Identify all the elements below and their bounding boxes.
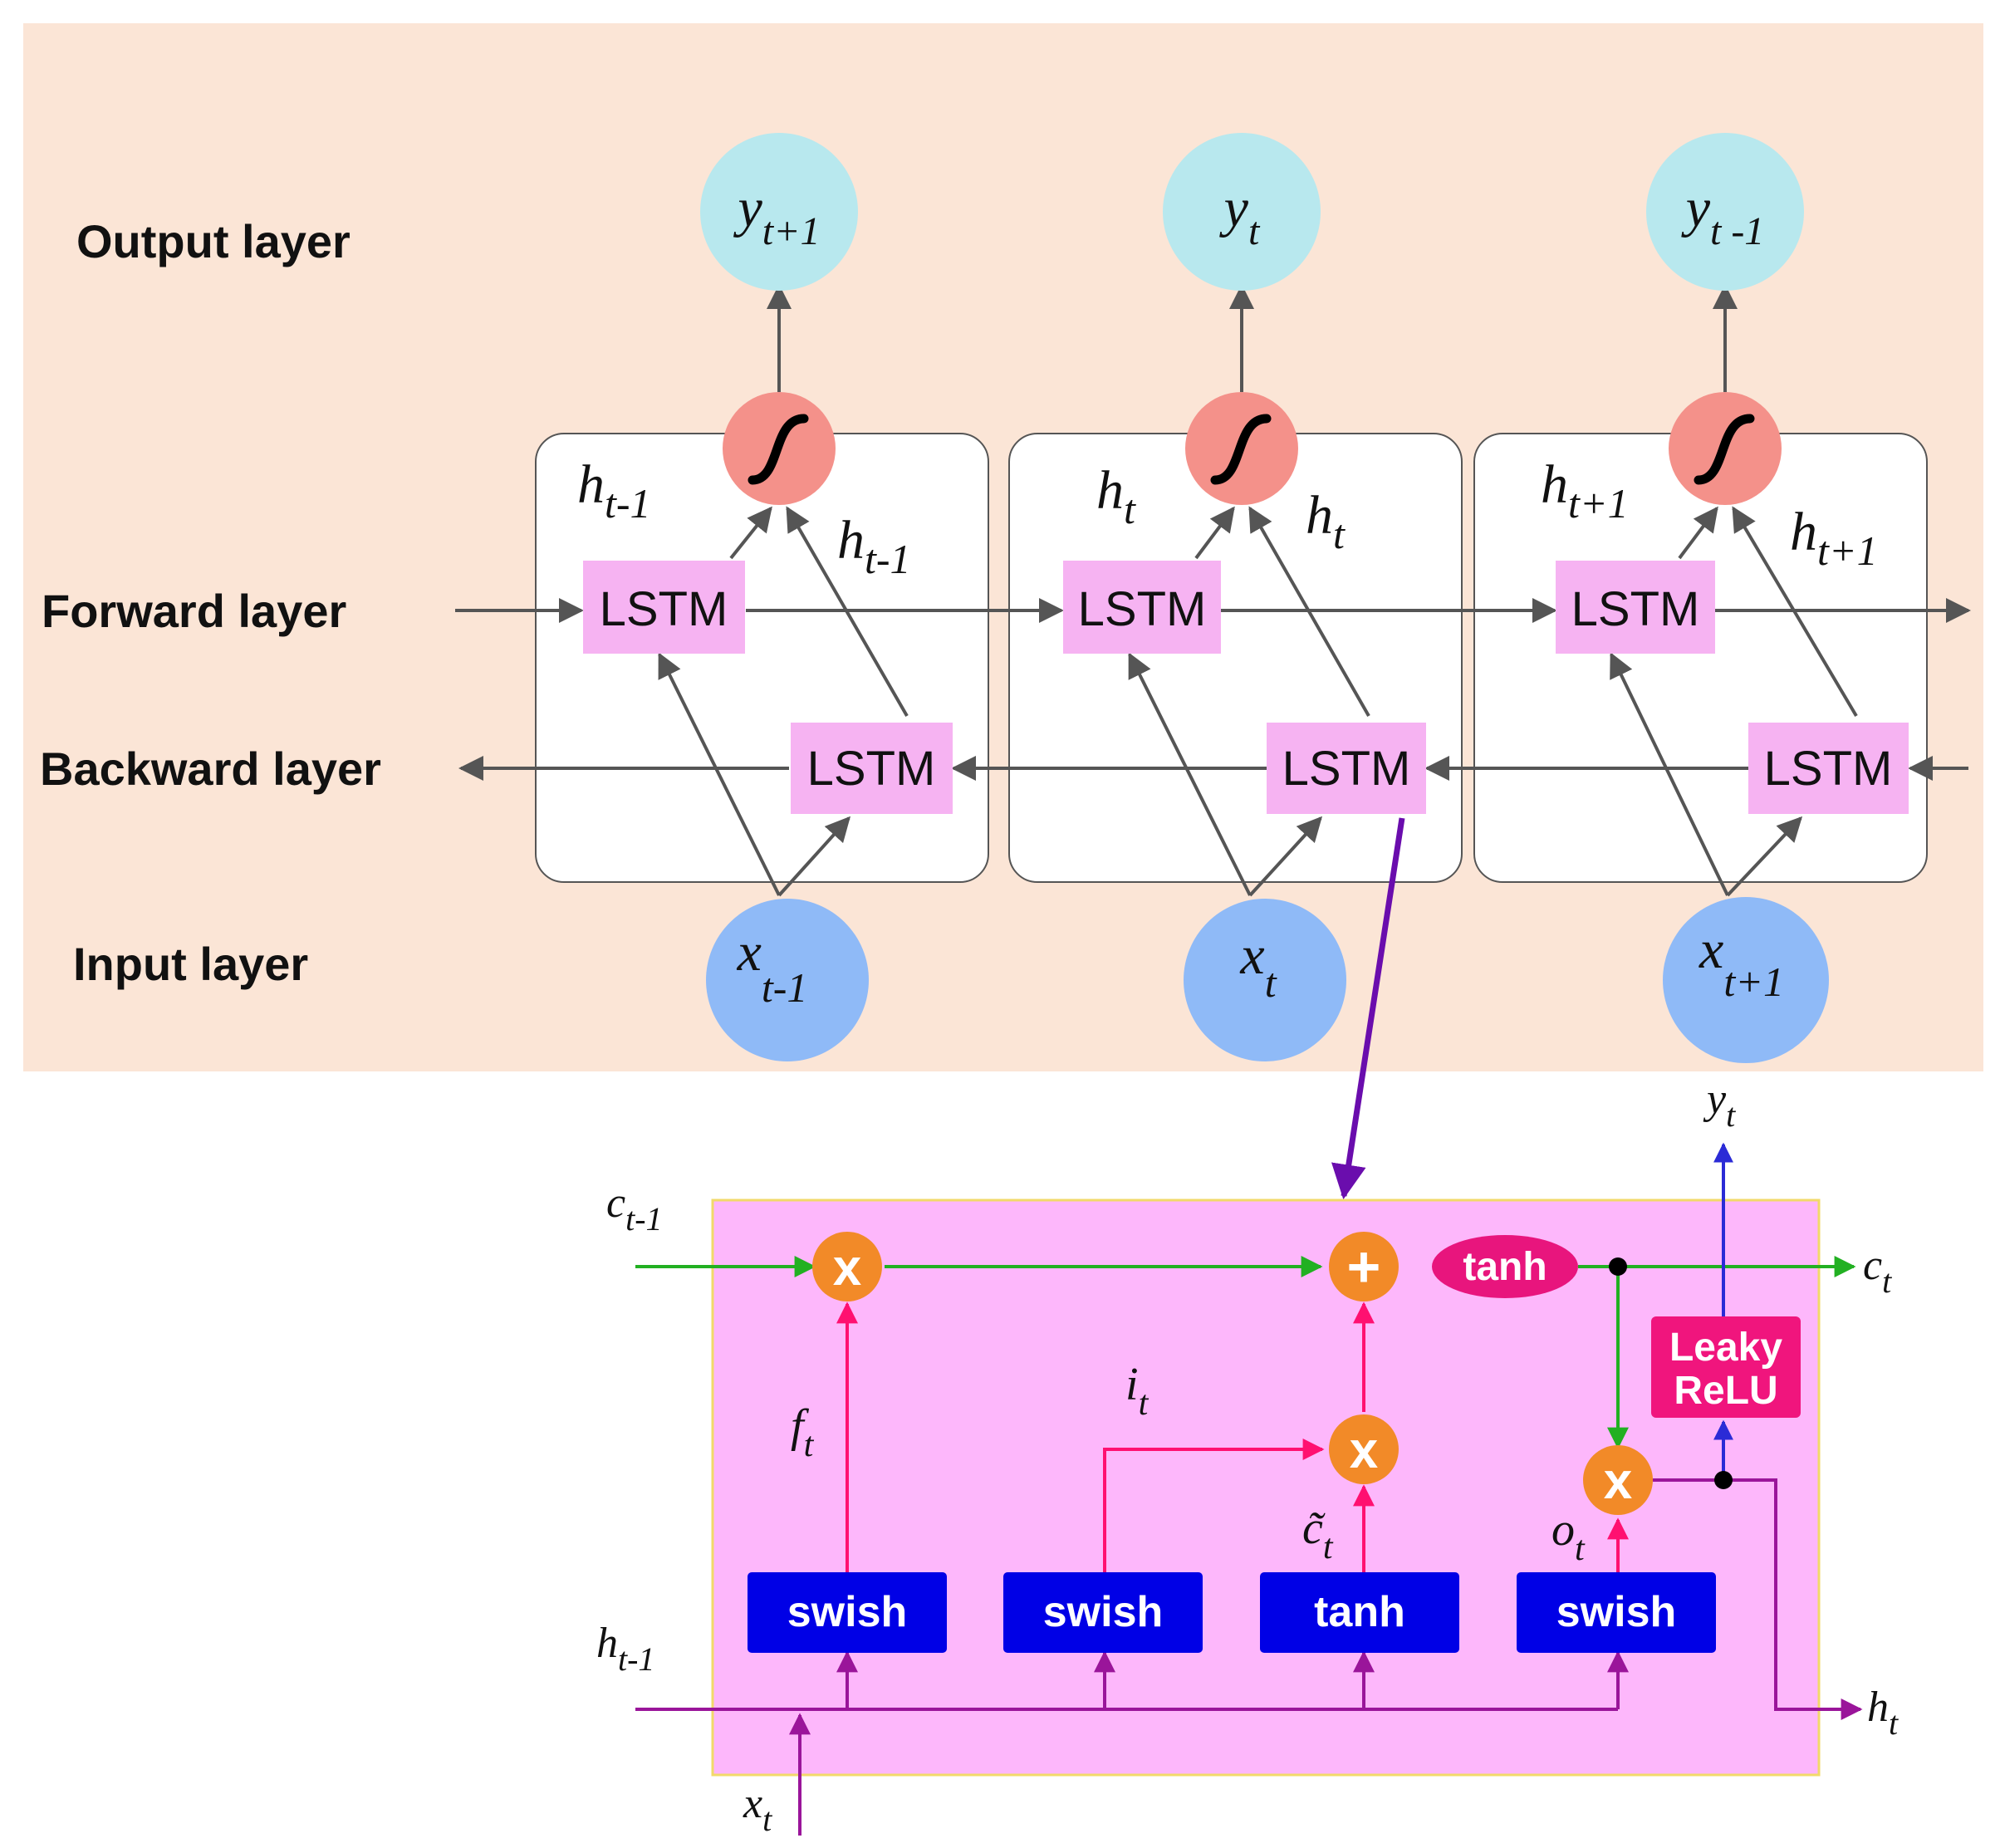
output-node-1: [700, 133, 858, 291]
forward-lstm-2: [1063, 561, 1221, 654]
sigmoid-node-2: [1185, 392, 1298, 505]
backward-lstm-1: [791, 723, 953, 814]
leaky-relu-block: [1651, 1316, 1801, 1418]
input-label-1: xt-1: [737, 922, 808, 1011]
forward-lstm-label-3: LSTM: [1571, 582, 1700, 636]
backward-lstm-label-1: LSTM: [807, 742, 936, 796]
backward-lstm-3: [1748, 723, 1909, 814]
forward-lstm-1: [583, 561, 745, 654]
svg-text:x: x: [833, 1239, 862, 1297]
output-label-1: yt+1: [733, 178, 820, 253]
backward-lstm-label-2: LSTM: [1282, 742, 1411, 796]
leaky-relu-line1: Leaky: [1669, 1326, 1782, 1370]
forget-gate-label: swish: [787, 1588, 908, 1636]
tanh-pill-label: tanh: [1463, 1245, 1547, 1289]
hidden-junction: [1714, 1471, 1733, 1489]
leaky-relu-line2: ReLU: [1674, 1369, 1777, 1413]
i-gate-label: it: [1125, 1359, 1150, 1423]
hidden-label-right-3: ht+1: [1790, 502, 1878, 574]
hidden-label-right-2: ht: [1306, 485, 1346, 557]
cell-state-line: [635, 1256, 1856, 1449]
zoom-arrow: [1331, 817, 1405, 1200]
h-prev-label: ht-1: [596, 1620, 654, 1678]
hidden-label-left-2: ht: [1096, 460, 1136, 532]
backward-lstm-2: [1267, 723, 1426, 814]
input-gate-block: [1003, 1572, 1203, 1653]
cell-state-junction: [1609, 1257, 1627, 1276]
c-prev-label: ct-1: [606, 1179, 663, 1238]
backward-layer-label: Backward layer: [40, 743, 381, 795]
svg-text:x: x: [1350, 1422, 1379, 1479]
forward-lstm-label-1: LSTM: [600, 582, 728, 636]
output-label-2: yt: [1219, 178, 1261, 253]
c-next-label: ct: [1863, 1242, 1892, 1300]
forget-gate-block: [748, 1572, 947, 1653]
backward-lstm-label-3: LSTM: [1764, 742, 1893, 796]
output-label-3: yt -1: [1681, 178, 1765, 253]
input-node-3: [1663, 897, 1829, 1063]
lstm-cell-panel: [711, 1199, 1821, 1777]
hidden-label-right-1: ht-1: [837, 510, 911, 582]
output-node-3: [1646, 133, 1804, 291]
forward-layer-label: Forward layer: [42, 585, 346, 637]
hidden-label-left-3: ht+1: [1541, 454, 1629, 527]
output-multiply: x: [1583, 1445, 1653, 1515]
output-node-2: [1163, 133, 1321, 291]
output-layer-label: Output layer: [76, 215, 350, 267]
sigmoid-node-1: [723, 392, 836, 505]
cell-add: +: [1329, 1232, 1399, 1301]
column-3-arrows: [1610, 284, 1858, 897]
input-label-3: xt+1: [1699, 919, 1784, 1005]
sigmoid-curve-icon: [1694, 414, 1755, 485]
output-gate-label: swish: [1556, 1588, 1677, 1636]
tanh-pill: [1432, 1235, 1578, 1298]
candidate-block: [1260, 1572, 1459, 1653]
svg-text:x: x: [1604, 1453, 1633, 1510]
y-out-label: yt: [1703, 1076, 1736, 1134]
column-1-arrows: [658, 284, 909, 897]
input-multiply: x: [1329, 1414, 1399, 1484]
forward-lstm-label-2: LSTM: [1078, 582, 1207, 636]
output-gate-block: [1517, 1572, 1716, 1653]
h-next-label: ht: [1867, 1684, 1899, 1742]
c-tilde-label: c̃t: [1302, 1502, 1334, 1566]
svg-text:+: +: [1347, 1234, 1381, 1299]
input-label-2: xt: [1239, 925, 1277, 1006]
input-node-2: [1184, 899, 1346, 1061]
forget-multiply: x: [812, 1232, 882, 1301]
input-node-1: [706, 899, 869, 1061]
sigmoid-node-3: [1669, 392, 1782, 505]
input-layer-label: Input layer: [73, 938, 308, 990]
forward-lstm-3: [1556, 561, 1715, 654]
candidate-label: tanh: [1314, 1588, 1405, 1636]
input-gate-label: swish: [1043, 1588, 1164, 1636]
o-gate-label: ot: [1551, 1504, 1586, 1568]
gate-lines: [836, 1301, 1629, 1572]
hidden-label-left-1: ht-1: [577, 454, 651, 527]
x-in-label: xt: [743, 1780, 772, 1838]
column-2-arrows: [1128, 284, 1370, 897]
sigmoid-curve-icon: [1210, 414, 1272, 485]
sigmoid-curve-icon: [748, 414, 809, 485]
